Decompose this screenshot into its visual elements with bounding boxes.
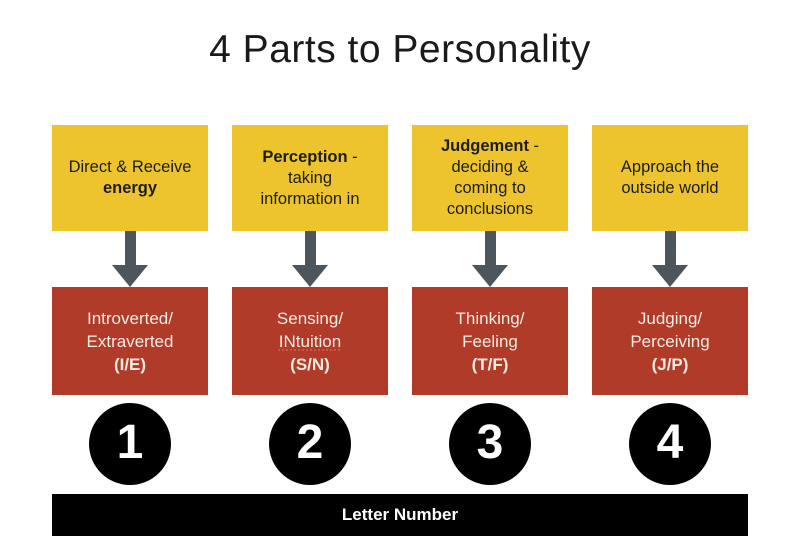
down-arrow-shaft	[304, 231, 316, 265]
down-arrow-head	[292, 265, 328, 287]
step-number-badge: 3	[449, 403, 531, 485]
step-number: 3	[476, 416, 504, 469]
step-number-badge: 2	[269, 403, 351, 485]
down-arrow-shaft	[124, 231, 136, 265]
step-number: 4	[656, 416, 684, 469]
trait-pair-card: Introverted/Extraverted(I/E)	[52, 287, 208, 395]
step-number-badge: 4	[629, 403, 711, 485]
letter-number-label: Letter Number	[341, 505, 459, 524]
down-arrow-icon	[652, 231, 688, 287]
trait-pair-text: Judging/Perceiving(J/P)	[630, 308, 710, 374]
step-number: 2	[296, 416, 324, 469]
down-arrow-icon	[472, 231, 508, 287]
down-arrow-head	[112, 265, 148, 287]
footer-bar: Letter Number	[52, 494, 748, 536]
down-arrow-shaft	[484, 231, 496, 265]
step-number-badge: 1	[89, 403, 171, 485]
down-arrow-shaft	[664, 231, 676, 265]
down-arrow-icon	[292, 231, 328, 287]
down-arrow-icon	[112, 231, 148, 287]
trait-pair-text: Sensing/INtuition(S/N)	[276, 308, 344, 374]
trait-pair-card: Sensing/INtuition(S/N)	[232, 287, 388, 395]
page-title: 4 Parts to Personality	[209, 28, 591, 71]
trait-pair-text: Introverted/Extraverted(I/E)	[86, 308, 174, 374]
trait-pair-card: Thinking/Feeling(T/F)	[412, 287, 568, 395]
down-arrow-head	[472, 265, 508, 287]
step-number: 1	[116, 416, 144, 469]
down-arrow-head	[652, 265, 688, 287]
trait-pair-card: Judging/Perceiving(J/P)	[592, 287, 748, 395]
trait-pair-text: Thinking/Feeling(T/F)	[455, 308, 525, 374]
